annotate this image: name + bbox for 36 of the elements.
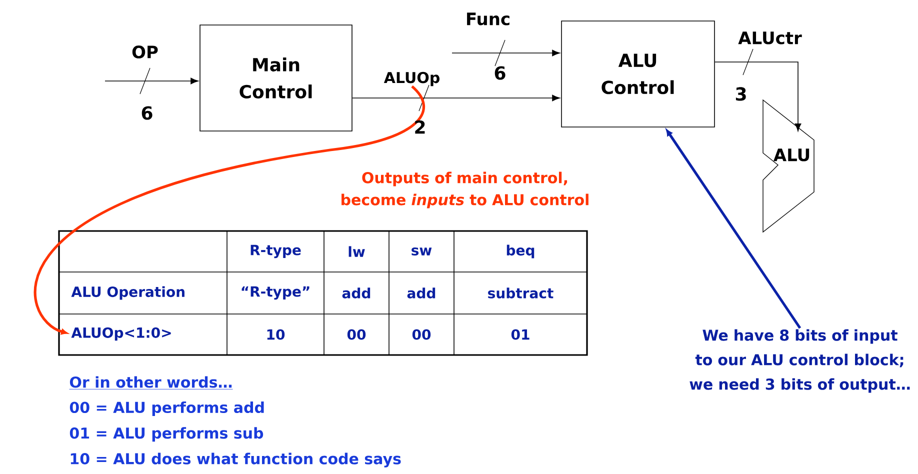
legend-line: 00 = ALU performs add [70, 401, 264, 416]
arrow [666, 129, 802, 329]
process-box: ALU Control [561, 20, 715, 128]
bus-width: 3 [736, 87, 746, 101]
arrow [452, 50, 560, 56]
signal-label: ALUOp [384, 72, 440, 86]
table-cell: 00 [347, 329, 366, 340]
table-cell: add [407, 288, 436, 298]
list-heading: Or in other words… [69, 376, 233, 390]
table-cell: subtract [488, 288, 554, 298]
table-cell: 10 [267, 329, 285, 340]
note-text: We have 8 bits of input to our ALU control block; we need 3 bits of output… [690, 329, 910, 393]
arrow [352, 94, 560, 102]
table-cell: ALUOp<1:0> [71, 327, 171, 341]
bus-width: 6 [142, 106, 152, 120]
process-box: Main Control [200, 24, 352, 132]
arrow [104, 78, 198, 84]
table-cell: “R-type” [242, 286, 310, 300]
table-cell: add [342, 288, 370, 298]
table-cell: sw [412, 247, 432, 256]
legend-line: 01 = ALU performs sub [70, 427, 264, 442]
edge-label: Func [464, 12, 512, 26]
arrow [34, 85, 425, 335]
table-cell: ALU Operation [71, 286, 184, 300]
edge-label: OP [130, 44, 160, 60]
bus-width: 6 [494, 66, 506, 80]
legend-line: 10 = ALU does what function code says [70, 452, 401, 468]
table-cell: beq [506, 244, 534, 258]
table-cell: R-type [250, 244, 301, 258]
bus-width: 2 [415, 120, 425, 134]
edge-label: ALUctr [737, 30, 803, 46]
table-cell: 01 [511, 329, 530, 340]
table-cell: 00 [412, 329, 431, 340]
arrow [714, 62, 802, 132]
note-text: Outputs of main control, become inputs to ALU control [342, 172, 588, 208]
table-cell: lw [348, 246, 365, 257]
